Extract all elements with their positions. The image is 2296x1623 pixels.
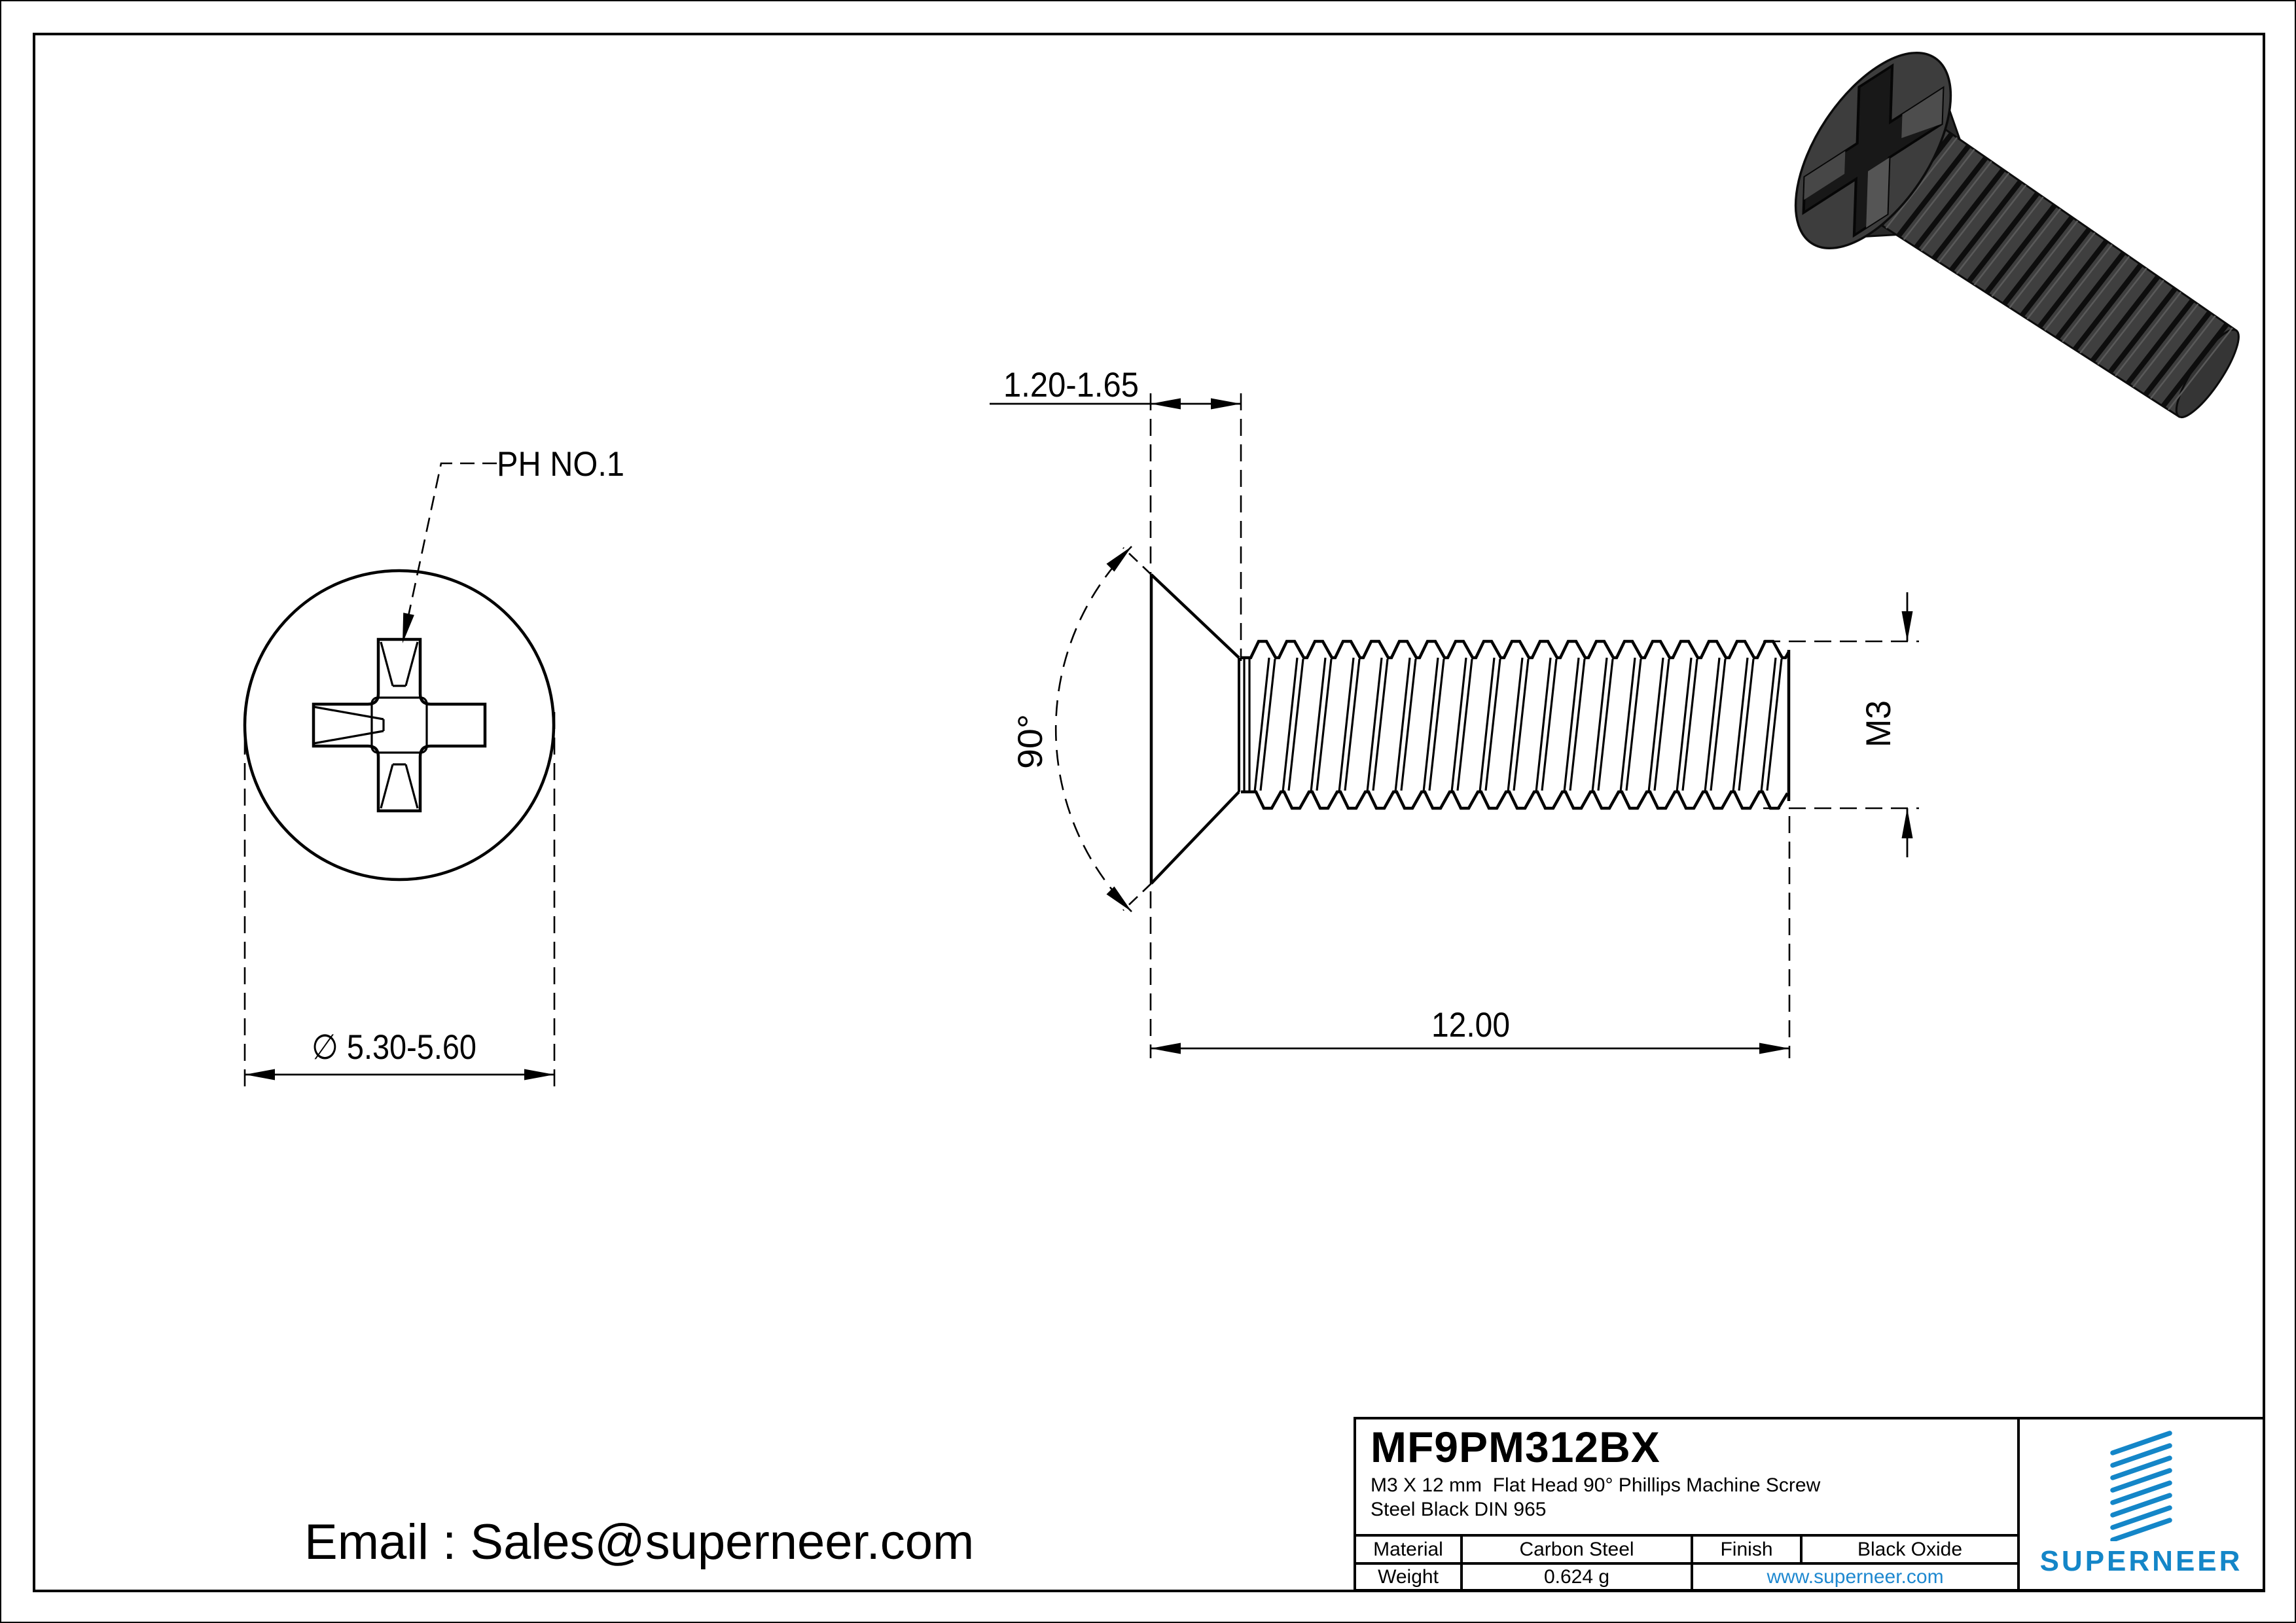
part-description-line1: M3 X 12 mm Flat Head 90° Phillips Machin… [1371, 1474, 1821, 1496]
title-block-divider [2017, 1419, 2020, 1589]
brand-name: SUPERNEER [2039, 1545, 2243, 1577]
material-value: Carbon Steel [1519, 1538, 1634, 1560]
thread-profile [1238, 639, 1791, 810]
head-profile [1149, 573, 1240, 885]
title-block: MF9PM312BX M3 X 12 mm Flat Head 90° Phil… [1354, 1417, 2265, 1592]
phillips-cross-outline [312, 637, 487, 813]
recess-dimension-label: PH NO.1 [497, 445, 624, 484]
angle-dimension-label: 90° [1011, 714, 1050, 769]
weight-label: Weight [1378, 1565, 1439, 1588]
finish-value: Black Oxide [1857, 1538, 1963, 1560]
part-description-line2: Steel Black DIN 965 [1371, 1499, 1547, 1520]
head-outline-circle [243, 569, 556, 882]
phillips-wedge-facets [313, 641, 419, 809]
side-view: 1.20-1.65 90° 12.00 [990, 366, 1919, 1058]
diameter-dimension-label: ∅ 5.30-5.60 [312, 1028, 476, 1067]
leader-arrowhead-icon [403, 613, 414, 643]
material-label: Material [1373, 1538, 1443, 1560]
thread-size-dimension: M3 [1763, 592, 1919, 857]
screw3d-phillips-recess [1802, 63, 1945, 238]
part-number: MF9PM312BX [1371, 1423, 1660, 1471]
thread-size-label: M3 [1859, 700, 1898, 747]
website-link[interactable]: www.superneer.com [1767, 1565, 1944, 1588]
length-dimension: 12.00 [1149, 816, 1791, 1058]
contact-email: Email : Sales@superneer.com [304, 1514, 975, 1570]
recess-leader-line [401, 462, 497, 644]
weight-value: 0.624 g [1543, 1565, 1610, 1588]
phillips-center-square [370, 696, 428, 754]
front-view: PH NO.1 ∅ 5.30-5.60 [243, 445, 624, 1091]
head-height-dimension: 1.20-1.65 [990, 366, 1242, 661]
title-block-divider [1356, 1534, 2018, 1537]
drawing-border-frame [33, 33, 2265, 1592]
title-block-divider [1691, 1534, 1693, 1589]
finish-label: Finish [1720, 1538, 1773, 1560]
head-height-dimension-label: 1.20-1.65 [1003, 366, 1139, 404]
screw-3d-render [1794, 51, 2240, 419]
brand-logo-icon [2110, 1431, 2172, 1541]
title-block-divider [1800, 1534, 1803, 1565]
diameter-dimension: ∅ 5.30-5.60 [243, 712, 556, 1091]
title-block-divider [1356, 1562, 2018, 1565]
cone-extension-dashes [1122, 547, 1152, 911]
brand-logo-cell: SUPERNEER [2020, 1419, 2263, 1589]
countersink-angle-dimension: 90° [1011, 546, 1132, 912]
title-block-divider [1460, 1534, 1463, 1589]
length-dimension-label: 12.00 [1431, 1006, 1510, 1044]
